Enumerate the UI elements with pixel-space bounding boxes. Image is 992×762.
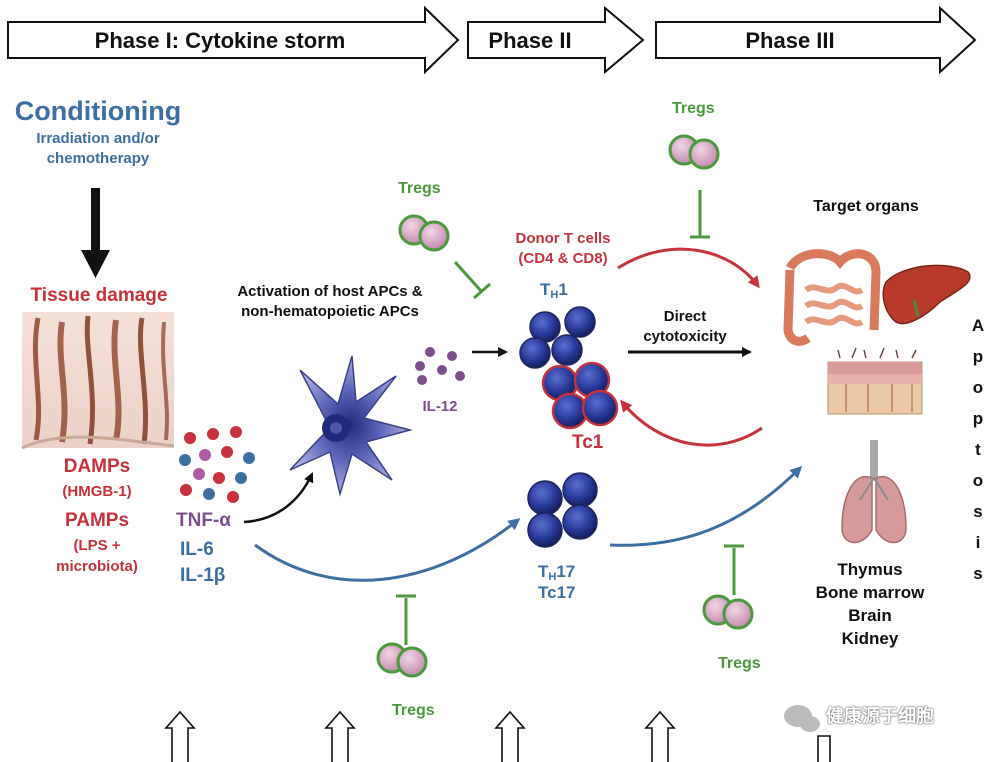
donor-t-cells-line1: Donor T cells: [515, 230, 611, 247]
treg-cells-4: [702, 594, 754, 630]
direct-cytotoxicity-line2: cytotoxicity: [643, 328, 727, 345]
tc1-cell-cluster: [541, 361, 619, 430]
organ-kidney: Kidney: [841, 629, 899, 648]
treg-cells-3: [376, 642, 428, 678]
phase-3-arrow: [655, 5, 977, 75]
damps-example: (HMGB-1): [62, 483, 132, 500]
treg-cells-1: [398, 214, 450, 252]
tregs-label-1: Tregs: [398, 180, 441, 197]
phase-1-label: Phase I: Cytokine storm: [94, 28, 346, 53]
apoptosis-letter: t: [975, 440, 981, 459]
target-organs-label: Target organs: [813, 198, 919, 215]
activation-line1: Activation of host APCs &: [237, 283, 423, 300]
pamps-label: PAMPs: [64, 510, 130, 531]
tc1-label: Tc1: [572, 432, 604, 453]
il1-beta-label: IL-1β: [180, 565, 226, 586]
conditioning-arrow: [81, 188, 110, 278]
conditioning-title: Conditioning: [14, 96, 182, 126]
donor-t-cells-line2: (CD4 & CD8): [518, 250, 608, 267]
apoptosis-vertical-label: A p o p t o s i s: [966, 316, 990, 595]
apoptosis-letter: A: [971, 316, 985, 335]
tc17-label: Tc17: [538, 583, 576, 602]
phase-3-label: Phase III: [745, 28, 835, 53]
treg-inhibit-bar-1: [473, 282, 491, 300]
th17-cell-cluster: [527, 472, 598, 548]
tregs-label-4: Tregs: [718, 655, 761, 672]
conditioning-subtitle-line1: Irradiation and/or: [36, 130, 160, 147]
damps-label: DAMPs: [63, 456, 131, 477]
cytokines-to-th17-arrow: [254, 518, 521, 582]
tnf-alpha-label: TNF-α: [176, 510, 231, 531]
il6-label: IL-6: [180, 539, 214, 560]
phase-2-arrow: [467, 5, 645, 75]
apoptosis-letter: o: [972, 378, 984, 397]
liver-icon: [882, 264, 971, 325]
th1-cell-cluster: [519, 306, 596, 369]
tissue-histology-image: [21, 312, 175, 450]
direct-cytotoxicity-line1: Direct: [663, 308, 707, 325]
apoptosis-letter: i: [975, 533, 981, 552]
activation-line2: non-hematopoietic APCs: [241, 303, 419, 320]
apoptosis-letter: o: [972, 471, 984, 490]
apoptosis-letter: s: [973, 502, 983, 521]
apoptosis-letter: s: [973, 564, 983, 583]
organs-to-tc1-feedback-arrow: [620, 399, 763, 447]
intestine-icon: [783, 249, 881, 346]
donor-t-to-organs-arrow: [617, 247, 760, 289]
organ-bone-marrow: Bone marrow: [815, 583, 925, 602]
cytokine-to-apc-arrow: [243, 472, 314, 524]
organ-brain: Brain: [848, 606, 892, 625]
treg-cells-2: [668, 134, 720, 170]
il12-dots: [415, 347, 465, 385]
organ-thymus: Thymus: [837, 560, 903, 579]
watermark-text: 健康源于细胞: [826, 706, 934, 726]
th17-to-organs-arrow: [609, 465, 803, 547]
dendritic-cell-icon: [289, 355, 413, 497]
th17-label: TH17: [538, 562, 576, 583]
cytokine-dots-cluster: [179, 426, 255, 503]
phase-1-arrow: [7, 5, 460, 75]
skin-icon: [827, 347, 923, 415]
phase-2-label: Phase II: [488, 28, 572, 53]
pamps-example-line2: microbiota): [56, 558, 138, 575]
wechat-logo-icon: [784, 705, 820, 732]
treg-inhibit-line-1: [453, 260, 484, 294]
tregs-label-2: Tregs: [672, 100, 715, 117]
bottom-up-arrows: [164, 710, 831, 762]
th1-label: TH1: [540, 280, 568, 301]
conditioning-subtitle-line2: chemotherapy: [46, 150, 150, 167]
lungs-icon: [841, 440, 907, 544]
il12-label: IL-12: [422, 398, 458, 415]
pamps-example-line1: (LPS +: [73, 537, 121, 554]
tregs-label-3: Tregs: [392, 702, 435, 719]
apoptosis-letter: p: [972, 347, 984, 366]
apoptosis-letter: p: [972, 409, 984, 428]
tissue-damage-label: Tissue damage: [30, 285, 168, 306]
